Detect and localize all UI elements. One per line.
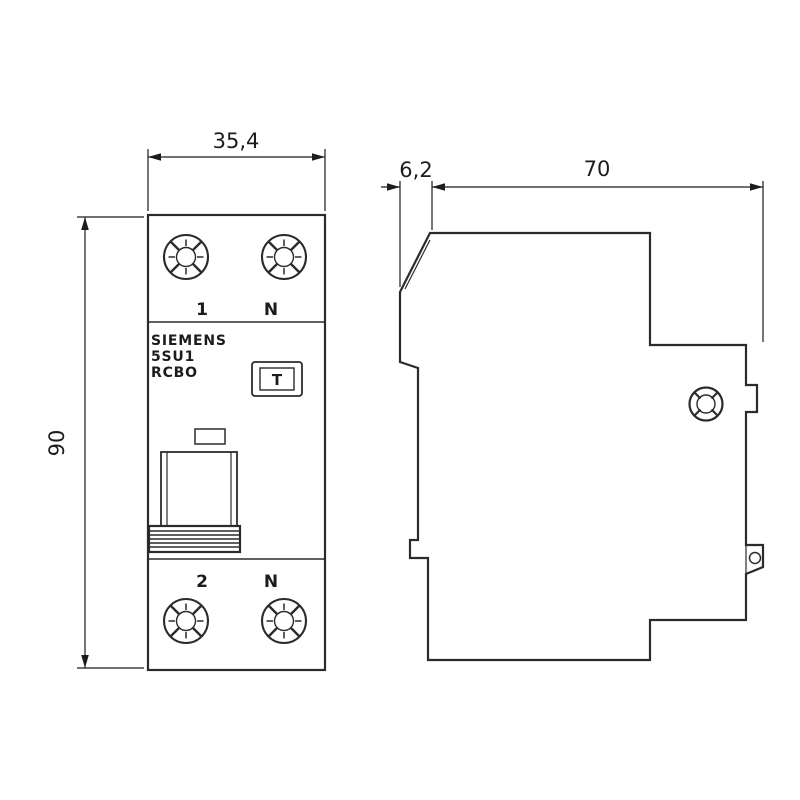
brand-line-type: RCBO bbox=[151, 365, 198, 381]
dimension-front-height: 90 bbox=[45, 430, 69, 457]
side-fixing-screw-icon bbox=[688, 386, 724, 422]
test-button bbox=[259, 367, 295, 391]
arrowhead-down-icon bbox=[81, 655, 89, 668]
toggle-handle-grip-lines bbox=[150, 530, 239, 548]
dimension-front-width: 35,4 bbox=[213, 129, 260, 153]
arrowhead-right-icon bbox=[750, 183, 763, 191]
side-view-chamfer-inner-line bbox=[404, 239, 431, 290]
terminal-label-bottom-left: 2 bbox=[196, 572, 208, 592]
arrowhead-left-icon bbox=[148, 153, 161, 161]
side-view bbox=[398, 231, 765, 662]
terminal-label-top-left: 1 bbox=[196, 300, 208, 320]
brand-line-model: 5SU1 bbox=[151, 349, 195, 365]
switch-recess bbox=[160, 451, 238, 529]
arrowhead-up-icon bbox=[81, 217, 89, 230]
front-view-body-outline bbox=[146, 213, 327, 672]
side-view-outline bbox=[398, 231, 765, 662]
test-button-label: T bbox=[272, 371, 283, 389]
arrowhead-left-icon bbox=[432, 183, 445, 191]
terminal-label-bottom-right: N bbox=[264, 572, 278, 592]
terminal-screw-bottom-right-icon bbox=[260, 597, 308, 645]
dimension-annotations bbox=[77, 149, 764, 669]
front-view bbox=[146, 213, 327, 672]
terminal-screw-top-right-icon bbox=[260, 233, 308, 281]
indicator-window bbox=[194, 428, 226, 445]
arrowhead-right-icon bbox=[387, 183, 400, 191]
terminal-screw-bottom-left-icon bbox=[162, 597, 210, 645]
din-clip-pin-icon bbox=[748, 551, 762, 565]
arrowhead-right-icon bbox=[312, 153, 325, 161]
terminal-screw-top-left-icon bbox=[162, 233, 210, 281]
dimension-side-depth: 70 bbox=[584, 157, 611, 181]
terminal-label-top-right: N bbox=[264, 300, 278, 320]
test-button-bezel bbox=[251, 361, 303, 397]
dimension-side-offset: 6,2 bbox=[399, 158, 432, 182]
side-view-step-line bbox=[399, 361, 419, 369]
brand-line-siemens: SIEMENS bbox=[151, 333, 227, 349]
